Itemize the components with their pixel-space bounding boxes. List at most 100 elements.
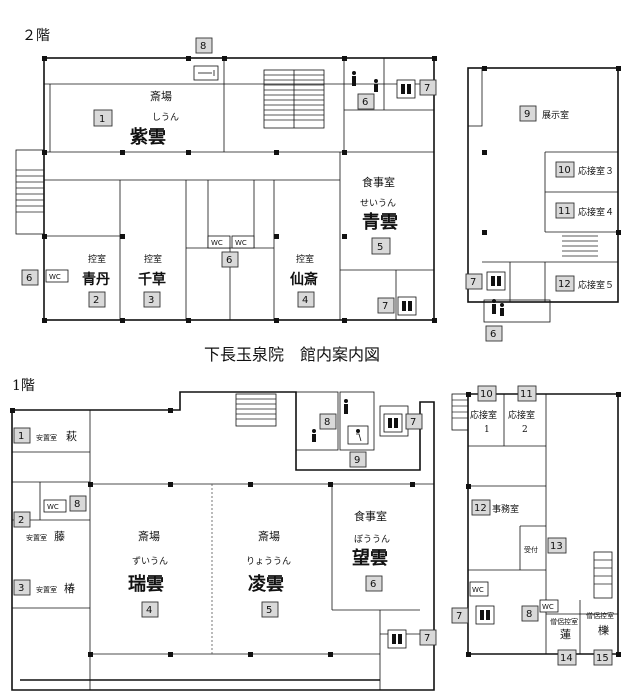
uketsuke-num: 13	[547, 537, 567, 554]
seitan-big: 青丹	[82, 271, 110, 288]
seiun-ruby: せいうん	[360, 198, 396, 209]
svg-text:10: 10	[558, 165, 571, 176]
svg-text:8: 8	[74, 499, 80, 510]
reception3-num-tag: 10	[555, 161, 575, 178]
page-title: 下長玉泉院 館内案内図	[204, 345, 380, 364]
anchi-fuji-big: 藤	[54, 530, 65, 543]
souryo-ren-name: 僧侶控室	[550, 617, 578, 626]
svg-text:11: 11	[520, 389, 533, 400]
ryouun-num-tag: 5	[261, 601, 279, 618]
souryo-kunugi-num: 15	[593, 649, 613, 666]
svg-text:7: 7	[456, 611, 462, 622]
svg-text:7: 7	[382, 301, 388, 312]
svg-text:3: 3	[148, 295, 154, 306]
floor1-label: 1階	[12, 378, 35, 394]
floor1-toilet-bottom: 7	[387, 629, 437, 649]
sensai-num-tag: 4	[297, 291, 315, 308]
floor2-columns	[42, 56, 437, 323]
anchi-tsubaki-big: 椿	[64, 582, 75, 595]
svg-text:9: 9	[524, 109, 530, 120]
anchi-hagi-big: 萩	[66, 430, 77, 443]
svg-text:11: 11	[558, 206, 571, 217]
chigusa-hikae: 控室	[144, 253, 162, 265]
reception2-sub: 2	[522, 425, 528, 435]
seitan-num-tag: 2	[88, 291, 106, 308]
bouun-ruby: ぼううん	[354, 534, 390, 545]
anchi-tsubaki-num: 3	[13, 579, 31, 596]
exhibit-room-name: 展示室	[542, 109, 569, 121]
svg-text:7: 7	[424, 633, 430, 644]
seiun-room-name: 食事室	[362, 175, 395, 189]
svg-text:4: 4	[302, 295, 308, 306]
accessible-toilet-icon	[347, 425, 369, 445]
svg-text:6: 6	[490, 329, 496, 340]
zuiun-ruby: ずいうん	[132, 556, 168, 567]
svg-text:6: 6	[370, 579, 376, 590]
svg-text:15: 15	[596, 653, 609, 664]
svg-text:8: 8	[200, 41, 206, 52]
zuiun-num-tag: 4	[141, 601, 159, 618]
smoking-icon	[193, 65, 219, 81]
svg-text:7: 7	[424, 83, 430, 94]
shion-num-tag: 1	[93, 109, 113, 127]
floor2-left-wc-num: 6	[21, 269, 39, 286]
floor1-wc-left: WC 8	[43, 495, 87, 513]
floor1-annex-wc: WC 7	[451, 581, 495, 625]
uketsuke-name: 受付	[524, 545, 538, 554]
exhibit-num-tag: 9	[519, 105, 537, 122]
reception1-name: 応接室	[470, 409, 497, 421]
bouun-num-tag: 6	[365, 575, 383, 592]
anchi-tsubaki-name: 安置室	[36, 585, 57, 594]
reception3-name: 応接室３	[578, 165, 614, 177]
seiun-big: 青雲	[362, 212, 398, 233]
svg-text:8: 8	[526, 609, 532, 620]
reception5-name: 応接室５	[578, 279, 614, 291]
floor1-toilet-top: 7	[383, 413, 423, 433]
ryouun-name: 斎場	[258, 529, 280, 543]
svg-text:6: 6	[26, 273, 32, 284]
svg-text:WC: WC	[542, 603, 554, 611]
office-num: 12	[471, 499, 491, 516]
floor2-annex-walls	[467, 66, 621, 323]
floor2-smoking-num: 8	[195, 37, 213, 54]
svg-text:WC: WC	[47, 503, 59, 511]
floor2-wc-mid: WC WC	[207, 235, 255, 249]
floor2-right-toilet: 7	[465, 271, 506, 291]
seitan-hikae: 控室	[88, 253, 106, 265]
floor2-elevator-male-female-icon	[352, 71, 378, 92]
svg-text:WC: WC	[211, 239, 223, 247]
souryo-kunugi-big: 櫟	[598, 623, 609, 637]
anchi-hagi-name: 安置室	[36, 433, 57, 442]
svg-text:3: 3	[18, 583, 24, 594]
floor2-wc-left: WC	[45, 269, 69, 283]
sensai-hikae: 控室	[296, 253, 314, 265]
svg-text:12: 12	[558, 279, 571, 290]
svg-text:2: 2	[18, 515, 24, 526]
reception5-num-tag: 12	[555, 275, 575, 292]
svg-text:13: 13	[550, 541, 563, 552]
reception1-sub: 1	[484, 425, 490, 435]
svg-text:6: 6	[362, 97, 368, 108]
souryo-kunugi-name: 僧侶控室	[586, 611, 614, 620]
floor1-walls	[11, 391, 435, 691]
svg-text:12: 12	[474, 503, 487, 514]
ryouun-ruby: りょううん	[246, 556, 291, 567]
floor1-columns	[10, 408, 415, 657]
reception1-num: 10	[477, 385, 497, 402]
svg-text:6: 6	[226, 255, 232, 266]
anchi-fuji-num: 2	[13, 511, 31, 528]
floor2-right-elevator-num: 6	[485, 325, 503, 342]
svg-text:7: 7	[470, 277, 476, 288]
zuiun-name: 斎場	[138, 529, 160, 543]
ryouun-big: 凌雲	[248, 573, 284, 595]
floor2-wc-mid-num: 6	[221, 251, 239, 268]
svg-text:1: 1	[99, 114, 105, 125]
office-name: 事務室	[492, 503, 519, 515]
floor1-annex-elevator: 8 WC	[521, 599, 559, 622]
floor2-bottom-toilet: 7	[377, 296, 417, 316]
svg-text:1: 1	[18, 431, 24, 442]
shion-ruby: しうん	[152, 112, 179, 123]
svg-text:7: 7	[410, 417, 416, 428]
reception2-num: 11	[517, 385, 537, 402]
